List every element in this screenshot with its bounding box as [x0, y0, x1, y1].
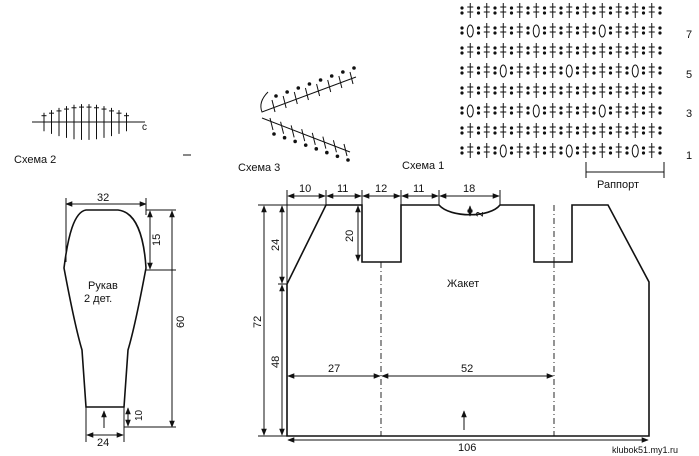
- jacket-label: Жакет: [447, 278, 479, 290]
- sleeve-cap-dim: 15: [151, 234, 163, 246]
- scheme3-label: Схема 3: [238, 162, 280, 174]
- sleeve-pattern: 32 15 60 10 24 Рукав 2 дет.: [63, 192, 187, 449]
- watermark: klubok51.my1.ru: [612, 445, 678, 455]
- jacket-top-dim-4: 11: [413, 183, 424, 195]
- sleeve-outline: [63, 209, 147, 408]
- jacket-armhole-dim: 20: [344, 230, 356, 242]
- sleeve-length-dim: 60: [175, 316, 187, 328]
- scheme1-chart: 1 3 5 7 Раппорт Схема 1: [402, 0, 692, 191]
- jacket-total-width-dim: 106: [458, 442, 476, 454]
- jacket-top-dim-3: 12: [375, 183, 387, 195]
- jacket-half-front-dim: 27: [328, 363, 340, 375]
- svg-text:c: c: [142, 122, 147, 133]
- row-number-3: 3: [686, 108, 692, 120]
- jacket-top-dim-2: 11: [337, 183, 348, 195]
- scheme2-label: Схема 2: [14, 154, 56, 166]
- sleeve-top-dim: 32: [97, 192, 109, 204]
- row-number-1: 1: [686, 150, 692, 162]
- jacket-upper-height-dim: 24: [270, 239, 282, 251]
- scheme1-label: Схема 1: [402, 160, 444, 172]
- repeat-label: Раппорт: [597, 179, 639, 191]
- sleeve-label-line2: 2 дет.: [84, 293, 112, 305]
- scheme2-motif: c Схема 2: [14, 104, 147, 166]
- sleeve-label-line1: Рукав: [88, 280, 118, 292]
- jacket-pattern: 10 11 12 11 18 2 20 72 24 48 27 52 106 Ж…: [252, 183, 650, 454]
- scheme3-motif: Схема 3: [238, 66, 357, 174]
- sleeve-bottom-dim: 24: [97, 437, 109, 449]
- row-number-7: 7: [686, 29, 692, 41]
- jacket-top-dim-5: 18: [463, 183, 475, 195]
- jacket-total-height-dim: 72: [252, 316, 264, 328]
- jacket-lower-height-dim: 48: [270, 356, 282, 368]
- jacket-top-dim-1: 10: [299, 183, 311, 195]
- row-number-5: 5: [686, 69, 692, 81]
- sleeve-cuff-dim: 10: [134, 409, 145, 421]
- jacket-outline: [286, 204, 650, 437]
- jacket-back-width-dim: 52: [461, 363, 473, 375]
- jacket-neck-depth-dim: 2: [475, 211, 486, 217]
